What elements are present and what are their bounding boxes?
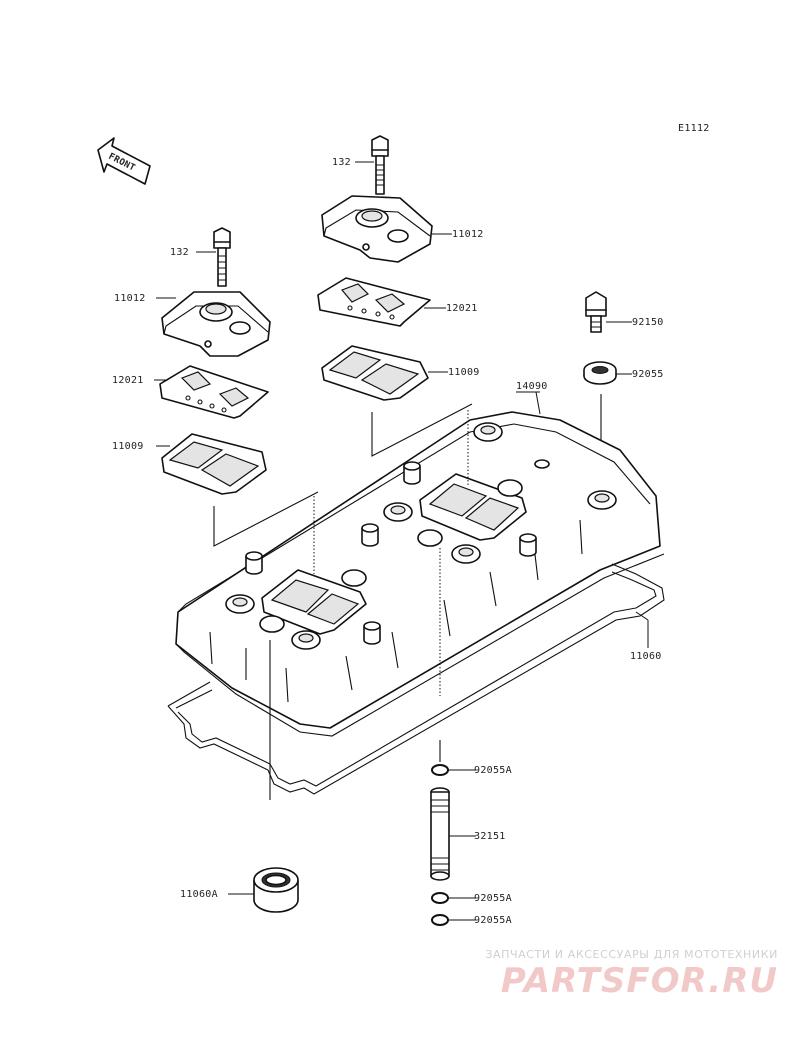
label-cover-gasket: 11060 bbox=[630, 651, 662, 662]
front-arrow-icon: FRONT bbox=[97, 137, 151, 185]
oring-2-icon bbox=[431, 892, 449, 904]
cover-gasket bbox=[167, 563, 665, 795]
label-plate-top: 12021 bbox=[446, 303, 478, 314]
breather-cap-top bbox=[321, 195, 433, 263]
watermark-subtitle: ЗАПЧАСТИ И АКСЕССУАРЫ ДЛЯ МОТОТЕХНИКИ bbox=[485, 948, 778, 961]
watermark: ЗАПЧАСТИ И АКСЕССУАРЫ ДЛЯ МОТОТЕХНИКИ PA… bbox=[485, 948, 778, 1001]
bolt-top-icon bbox=[371, 135, 389, 195]
reed-plate-top bbox=[317, 277, 431, 327]
label-bolt-right: 92150 bbox=[632, 317, 664, 328]
cylinder-head-cover bbox=[175, 411, 665, 737]
label-pipe: 32151 bbox=[474, 831, 506, 842]
bolt-right-icon bbox=[585, 291, 607, 333]
label-gasket-top: 11009 bbox=[448, 367, 480, 378]
breather-cap-left bbox=[161, 291, 271, 357]
label-plug-seal: 11060A bbox=[180, 889, 218, 900]
label-cover: 14090 bbox=[516, 381, 548, 392]
label-gasket-left: 11009 bbox=[112, 441, 144, 452]
label-cap-left: 11012 bbox=[114, 293, 146, 304]
label-oring-3: 92055A bbox=[474, 915, 512, 926]
label-plate-left: 12021 bbox=[112, 375, 144, 386]
bolt-left-icon bbox=[213, 227, 231, 287]
label-bolt-left: 132 bbox=[170, 247, 189, 258]
label-oring-1: 92055A bbox=[474, 765, 512, 776]
plug-seal-icon bbox=[253, 867, 299, 913]
label-oring-2: 92055A bbox=[474, 893, 512, 904]
label-washer-right: 92055 bbox=[632, 369, 664, 380]
gasket-top bbox=[321, 345, 429, 401]
label-bolt-top: 132 bbox=[332, 157, 351, 168]
oring-1-icon bbox=[431, 764, 449, 776]
pipe-icon bbox=[430, 787, 450, 881]
reed-plate-left bbox=[159, 365, 269, 419]
gasket-left bbox=[161, 433, 267, 495]
oring-3-icon bbox=[431, 914, 449, 926]
watermark-logo: PARTSFOR.RU bbox=[500, 961, 778, 1001]
diagram-code: E1112 bbox=[678, 123, 710, 134]
label-cap-top: 11012 bbox=[452, 229, 484, 240]
washer-right-icon bbox=[583, 361, 617, 385]
